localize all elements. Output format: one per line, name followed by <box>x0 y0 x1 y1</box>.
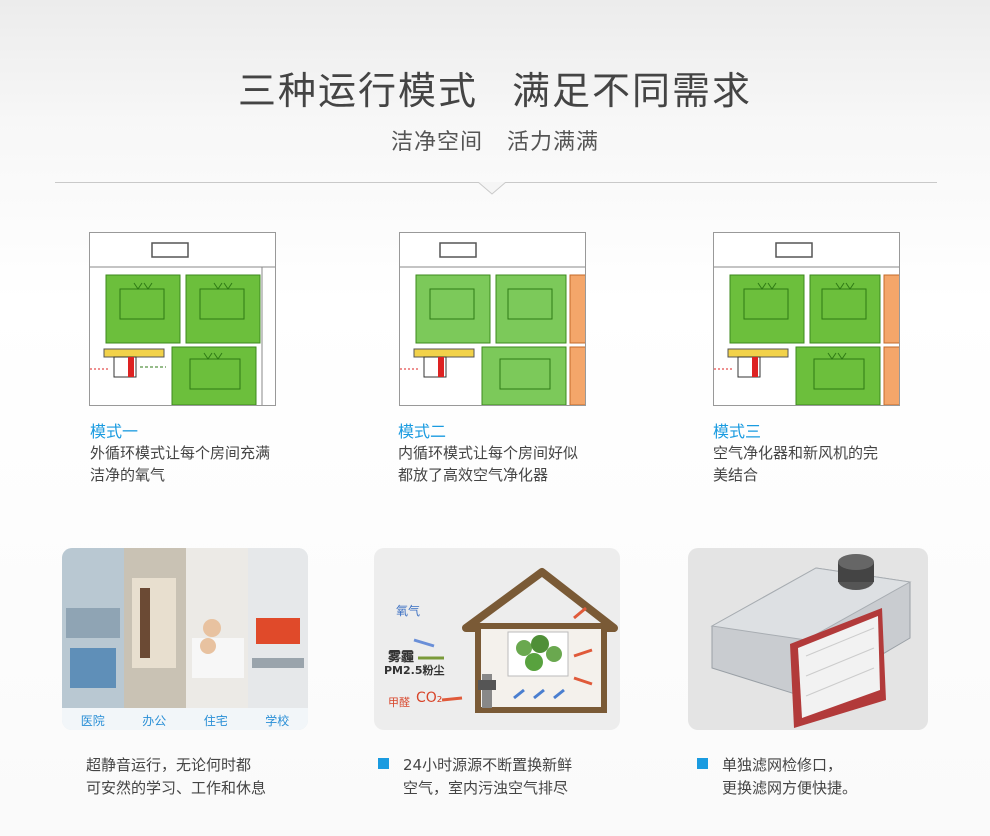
mode-three-desc-line2: 美结合 <box>713 466 759 484</box>
mode-three-desc-line1: 空气净化器和新风机的完 <box>713 444 879 462</box>
fresh-air-line2: 空气，室内污浊空气排尽 <box>403 779 569 797</box>
filter-line2: 更换滤网方便快捷。 <box>722 779 858 797</box>
title-part2: 满足不同需求 <box>512 69 753 113</box>
title-part1: 三种运行模式 <box>237 69 478 113</box>
bullet-square-icon <box>697 758 708 769</box>
house-diagram: 氧气 雾霾 PM2.5粉尘 甲醛 CO₂ <box>374 548 620 730</box>
fresh-air-line1: 24小时源源不断置换新鲜 <box>403 756 573 774</box>
page-title: 三种运行模式满足不同需求 <box>0 60 990 115</box>
smog-label: 雾霾 <box>388 650 415 665</box>
house-airflow-drawing <box>413 568 618 713</box>
label-hospital: 医院 <box>80 714 105 728</box>
mode-one-desc-line2: 洁净的氧气 <box>90 466 166 484</box>
silent-operation-text: 超静音运行，无论何时都 可安然的学习、工作和休息 <box>86 754 326 800</box>
scenes-photo: 医院 办公 住宅 学校 <box>62 548 308 730</box>
mode-three-floorplan <box>713 232 900 406</box>
silent-line1: 超静音运行，无论何时都 <box>86 756 252 774</box>
filter-line1-row: 单独滤网检修口， <box>697 754 937 777</box>
mode-one-block: 模式一 外循环模式让每个房间充满 洁净的氧气 <box>90 418 310 486</box>
mode-two-title: 模式二 <box>398 422 447 441</box>
mode-three-title: 模式三 <box>713 422 762 441</box>
scenes-collage-image <box>62 548 308 730</box>
filter-access-text: 单独滤网检修口， 更换滤网方便快捷。 <box>697 754 937 800</box>
bullet-square-icon <box>378 758 389 769</box>
co2-label: CO₂ <box>416 690 443 706</box>
subtitle-part2: 活力满满 <box>507 130 600 155</box>
filter-line1: 单独滤网检修口， <box>722 756 843 774</box>
mode-two-desc-line1: 内循环模式让每个房间好似 <box>398 444 579 462</box>
floorplan-two-drawing <box>400 242 585 405</box>
formaldehyde-label: 甲醛 <box>388 696 410 709</box>
mode-two-desc-line2: 都放了高效空气净化器 <box>398 466 549 484</box>
floorplan-three-drawing <box>714 242 899 405</box>
scenes-label-row: 医院 办公 住宅 学校 <box>62 712 308 729</box>
mode-two-floorplan <box>399 232 586 406</box>
silent-line2: 可安然的学习、工作和休息 <box>86 779 267 797</box>
mode-one-floorplan <box>89 232 276 406</box>
mode-one-title: 模式一 <box>90 422 139 441</box>
ventilator-unit-image <box>710 554 912 728</box>
mode-two-block: 模式二 内循环模式让每个房间好似 都放了高效空气净化器 <box>398 418 618 486</box>
page-subtitle: 洁净空间活力满满 <box>0 124 990 156</box>
filter-device-photo <box>688 548 928 730</box>
mode-three-block: 模式三 空气净化器和新风机的完 美结合 <box>713 418 933 486</box>
fresh-air-text: 24小时源源不断置换新鲜 空气，室内污浊空气排尽 <box>378 754 638 800</box>
fresh-air-line1-row: 24小时源源不断置换新鲜 <box>378 754 638 777</box>
oxygen-label: 氧气 <box>396 604 421 618</box>
divider-notch-icon <box>478 182 506 195</box>
floorplan-one-drawing <box>90 242 275 405</box>
mode-one-desc-line1: 外循环模式让每个房间充满 <box>90 444 271 462</box>
subtitle-part1: 洁净空间 <box>390 130 483 155</box>
label-home: 住宅 <box>203 714 228 728</box>
pm25-label: PM2.5粉尘 <box>384 664 445 677</box>
label-school: 学校 <box>265 714 290 728</box>
label-office: 办公 <box>142 714 167 728</box>
